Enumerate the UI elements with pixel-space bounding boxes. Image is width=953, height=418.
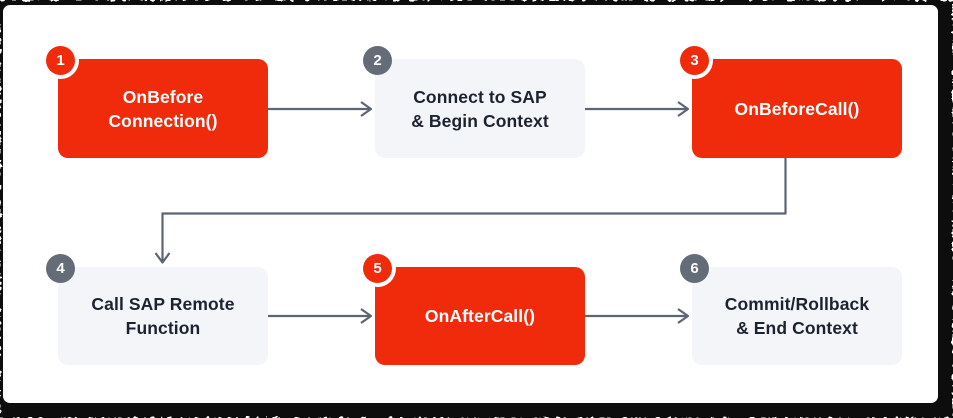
step-label-line: Function [125,318,201,338]
step-3-onbeforecall: 3 OnBeforeCall() [680,46,902,158]
step-label-line: & Begin Context [411,110,549,131]
step-label-line: Commit/Rollback [724,294,870,314]
step-label-line: OnAfterCall() [424,306,536,326]
step-label-line: Connect to SAP [413,86,547,107]
step-number-badge: 3 [680,46,709,75]
step-label-line: OnBeforeCall() [734,98,860,119]
step-6-commit-rollback: 6 Commit/Rollback & End Context [680,254,902,365]
step-label-line: Call SAP Remote [91,294,235,314]
step-5-onaftercall: 5 OnAfterCall() [363,254,585,365]
step-2-connect-to-sap: 2 Connect to SAP & Begin Context [363,46,585,158]
step-number-badge: 5 [363,254,392,283]
step-number-badge: 1 [46,46,75,75]
step-label-line: OnBefore [122,86,204,107]
step-number-badge: 2 [363,46,392,75]
step-1-onbefore-connection: 1 OnBefore Connection() [46,46,268,158]
step-label-line: & End Context [736,318,858,338]
step-4-call-sap-remote-function: 4 Call SAP Remote Function [46,254,268,365]
step-number-badge: 4 [46,254,75,283]
step-number-badge: 6 [680,254,709,283]
step-label-line: Connection() [108,110,218,131]
